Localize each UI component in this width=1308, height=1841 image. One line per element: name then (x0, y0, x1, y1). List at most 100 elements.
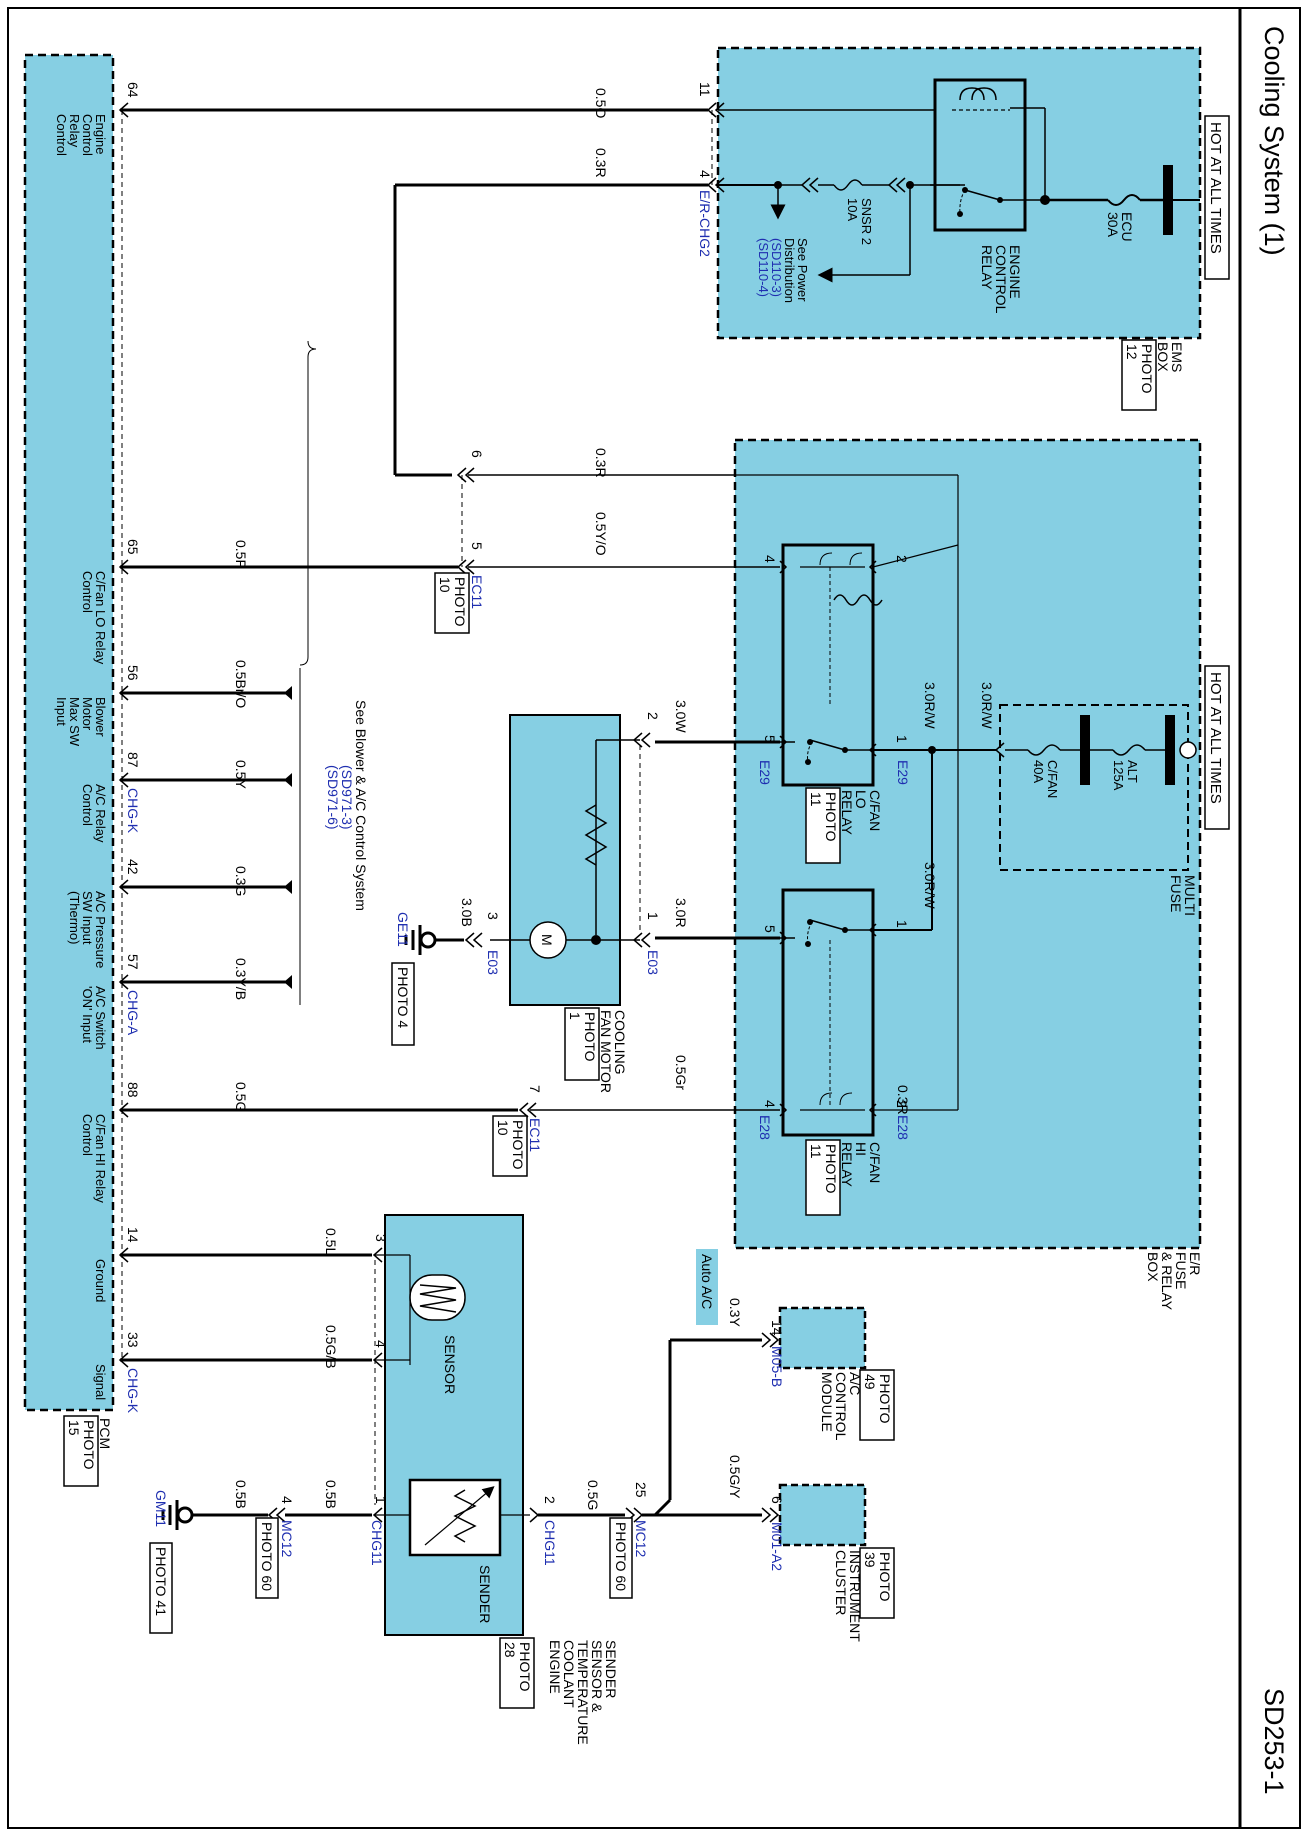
pcm-pin-label: Control (80, 1114, 95, 1156)
pcm-pin-label: Control (54, 114, 69, 156)
wire-03YB-label: 0.3Y/B (233, 958, 249, 1000)
gm11-photo: PHOTO 41 (153, 1547, 169, 1616)
ect-label-3: TEMPERATURE (575, 1640, 591, 1745)
wire-05G-hi-label: 0.5G (233, 1082, 249, 1112)
wire-05L-label: 0.5L (323, 1228, 339, 1255)
mc12-photo-2: PHOTO 60 (613, 1522, 629, 1591)
ground-ge11-icon (419, 931, 437, 949)
pcm-pin-label: Engine (93, 114, 108, 154)
ec11-photo-2: 10 (437, 577, 453, 593)
fan-motor-label-2: FAN MOTOR (598, 1010, 614, 1093)
ect-photo-2: 28 (502, 1642, 518, 1658)
ac-module-photo-1: PHOTO (877, 1374, 893, 1424)
relay-coil (959, 87, 997, 101)
e28-left: E28 (757, 1115, 773, 1140)
fan-photo-2: 1 (567, 1012, 583, 1020)
wire-05GY-label: 0.5G/Y (727, 1455, 743, 1499)
alt-fuse (1112, 744, 1146, 756)
mc12-pin25: 25 (633, 1482, 649, 1498)
pcm-photo-1: PHOTO (81, 1420, 97, 1470)
ect-label-4: SENSOR & (589, 1640, 605, 1713)
er-box-label-2: FUSE (1173, 1252, 1189, 1289)
power-dist-ref-2: (SD110-4) (756, 238, 771, 297)
er-box-label-4: BOX (1145, 1252, 1161, 1282)
wire-05BrO-label: 0.5Br/O (233, 660, 249, 708)
cluster-photo-box (859, 1547, 895, 1619)
ect-chg11-a: CHG11 (369, 1520, 385, 1566)
pcm-pin-connector (118, 974, 129, 990)
pcm-pin-connector-name: CHG-K (125, 788, 141, 834)
ecr-label-3: RELAY (979, 245, 995, 291)
power-dist-1: See Power (795, 238, 810, 302)
pcm-pin-number: 87 (125, 752, 141, 768)
hi-photo-box (805, 1139, 841, 1216)
pcm-label: PCM (97, 1418, 113, 1449)
cluster-photo-1: PHOTO (877, 1552, 893, 1602)
wire-05O-label: 0.5O (593, 88, 609, 118)
ect-pin2: 2 (542, 1496, 558, 1504)
mc12-photo2-box (609, 1517, 633, 1599)
pcm-pin-label: SW Input (80, 891, 95, 945)
fan-motor-label-1: COOLING (612, 1010, 628, 1075)
pcm-pin-number: 57 (125, 954, 141, 970)
hi-photo-1: PHOTO (823, 1144, 839, 1194)
hot-label-2: HOT AT ALL TIMES (1207, 672, 1224, 804)
page-code: SD253-1 (1259, 1688, 1289, 1795)
pcm-pin-label: Ground (93, 1259, 108, 1302)
gm11-name: GM11 (153, 1490, 169, 1527)
ec11-pin5: 5 (469, 542, 485, 550)
pcm-pin-connector (118, 102, 129, 118)
page-title: Cooling System (1) (1259, 26, 1289, 256)
lo-relay-label-2: LO (853, 790, 869, 809)
snsr2-fuse (833, 179, 863, 191)
ecr-label-1: ENGINE (1007, 245, 1023, 299)
ems-connector: E/R-CHG2 (697, 190, 713, 257)
er-box-label-1: E/R (1187, 1252, 1203, 1275)
blower-text: See Blower & A/C Control System (353, 700, 369, 911)
cfan-busbar (1080, 715, 1090, 785)
wire-30B-label: 3.0B (459, 898, 475, 927)
sensor-zigzag (419, 1284, 457, 1313)
ems-pin4: 4 (697, 170, 713, 178)
pcm-pin-label: Control (80, 114, 95, 156)
pcm-pin-connector (118, 1352, 129, 1368)
pcm-pin-label: 'ON' Input (80, 986, 95, 1043)
ems-box (716, 46, 1202, 340)
ect-label-1: ENGINE (547, 1640, 563, 1694)
pcm-pin-label: C/Fan HI Relay (93, 1114, 108, 1203)
pcm-pin-label: A/C Relay (93, 784, 108, 843)
pcm-pin-label: Relay (67, 114, 82, 148)
wire-05Gr-label: 0.5Gr (673, 1055, 689, 1090)
pcm-pin-connector-name: CHG-A (125, 990, 141, 1036)
ec11-pin6: 6 (469, 450, 485, 458)
ems-photo-2: 12 (1124, 344, 1140, 360)
sender-element (408, 1478, 502, 1557)
pcm-pin-connector-name: CHG-K (125, 1368, 141, 1414)
ect-pin1: 1 (373, 1496, 389, 1504)
alt-fuse-label-1: ALT (1125, 760, 1140, 783)
motor-m: M (539, 934, 555, 946)
pcm-pin-number: 33 (125, 1332, 141, 1348)
pcm-pin-connector (118, 1102, 129, 1118)
lo-pin1: 1 (894, 735, 910, 743)
ge11-photo: PHOTO 4 (395, 967, 411, 1028)
blower-brace (299, 340, 317, 666)
e29-right: E29 (895, 760, 911, 785)
pcm-pin-connector (118, 685, 129, 701)
multi-fuse-label-2: FUSE (1168, 875, 1184, 912)
cluster-label-1: INSTRUMENT (847, 1550, 863, 1642)
pcm-pin-number: 65 (125, 539, 141, 555)
hot-label-box-2 (1204, 665, 1230, 830)
blower-ref-2: (SD971-6) (325, 765, 341, 830)
pcm-pin-label: Control (80, 571, 95, 613)
mc12-name: MC12 (279, 1520, 295, 1558)
wire-03R-top-label: 0.3R (593, 148, 609, 178)
auto-ac-label: Auto A/C (699, 1254, 715, 1309)
pcm-pin-number: 56 (125, 665, 141, 681)
mc12-photo: PHOTO 60 (259, 1522, 275, 1591)
sender-zigzag (453, 1489, 477, 1543)
sensor-label: SENSOR (442, 1335, 458, 1394)
fan-e03-a: E03 (645, 950, 661, 975)
wire-30RW-c: 3.0R/W (922, 862, 938, 909)
wire-05G-sender-label: 0.5G (585, 1480, 601, 1510)
